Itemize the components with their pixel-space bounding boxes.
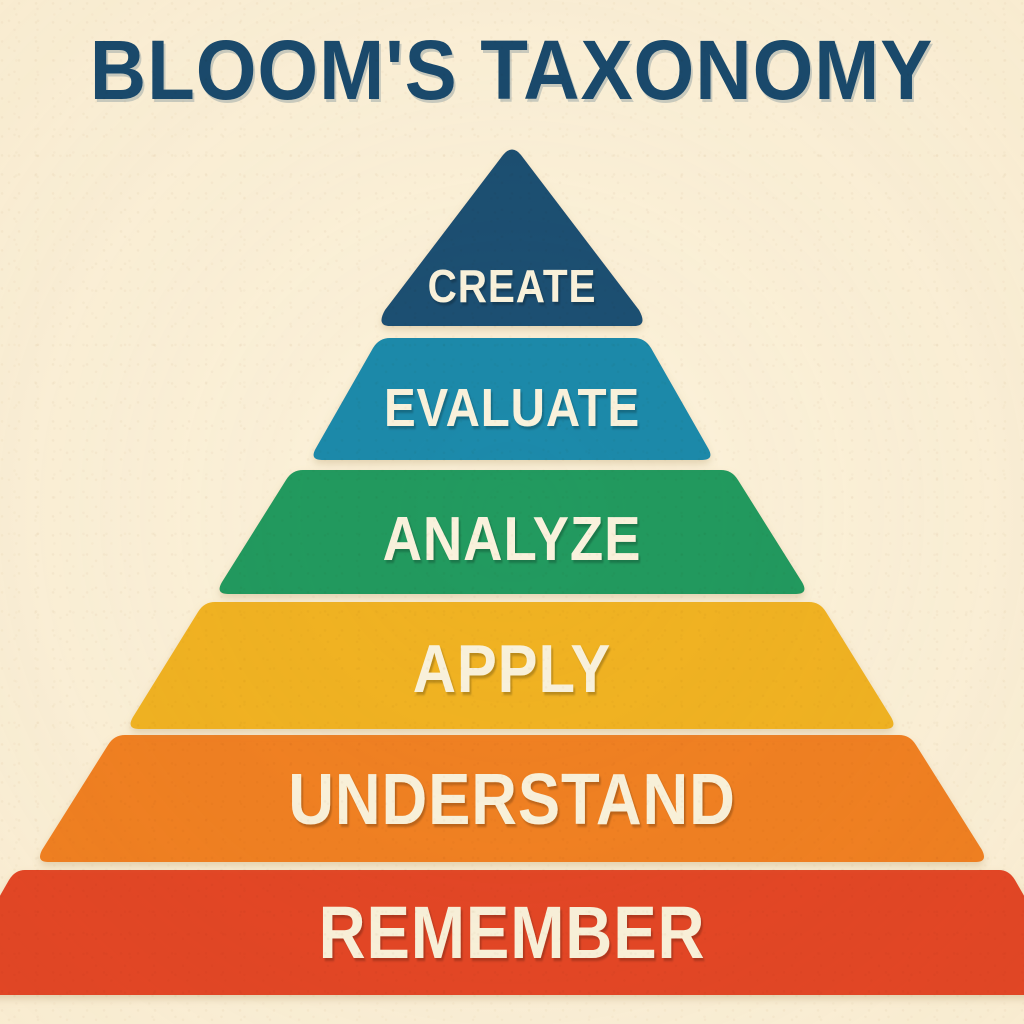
pyramid-level-apply-shape xyxy=(130,602,894,729)
pyramid-level-understand-label: UNDERSTAND xyxy=(288,760,735,840)
pyramid-level-understand-shape xyxy=(40,735,984,862)
pyramid-level-evaluate[interactable]: EVALUATE xyxy=(313,338,711,460)
pyramid-level-analyze[interactable]: ANALYZE xyxy=(219,470,805,594)
pyramid-level-evaluate-shape xyxy=(313,338,711,460)
pyramid-level-create-label: CREATE xyxy=(428,262,597,313)
pyramid-level-analyze-shape xyxy=(219,470,805,594)
page-title-text: BLOOM'S TAXONOMY xyxy=(90,23,934,117)
pyramid-level-understand[interactable]: UNDERSTAND xyxy=(40,735,984,862)
pyramid-level-create[interactable]: CREATE xyxy=(381,149,643,327)
pyramid-level-remember[interactable]: REMEMBER xyxy=(0,870,1024,995)
page-title: BLOOM'S TAXONOMY xyxy=(0,28,1024,112)
pyramid-level-evaluate-label: EVALUATE xyxy=(384,377,640,438)
pyramid-level-apply-label: APPLY xyxy=(413,630,611,706)
pyramid-level-remember-shape xyxy=(0,870,1024,995)
pyramid-level-create-shape xyxy=(381,149,643,326)
pyramid-level-apply[interactable]: APPLY xyxy=(130,602,894,729)
pyramid-level-analyze-label: ANALYZE xyxy=(383,505,642,574)
pyramid-level-remember-label: REMEMBER xyxy=(319,891,706,974)
